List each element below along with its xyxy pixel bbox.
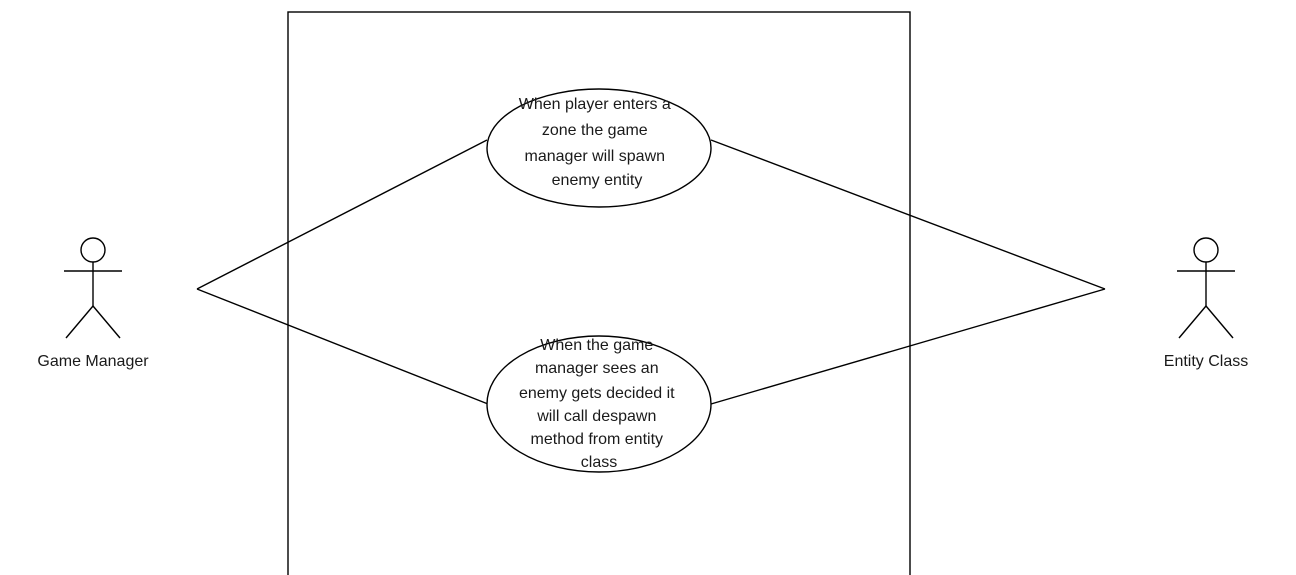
actor-leg-right (92, 305, 121, 339)
use-case-line: class (581, 454, 617, 471)
association-left-bottom (196, 288, 489, 405)
use-case-ellipse (486, 88, 712, 208)
use-case-text: When player enters a zone the game manag… (519, 96, 676, 189)
use-case-line: zone the game (542, 122, 648, 139)
use-case-ellipse (486, 335, 712, 473)
use-case-line: manager sees an (535, 360, 659, 377)
actor-head-icon (80, 237, 106, 263)
actor-leg-right (1205, 305, 1234, 339)
association-right-bottom (710, 288, 1106, 405)
association-right-top (710, 139, 1106, 290)
actor-game-manager[interactable]: Game Manager (37, 237, 149, 370)
actor-label-game-manager: Game Manager (37, 353, 149, 370)
use-case-line: enemy gets decided it (519, 385, 675, 402)
actor-label-entity-class: Entity Class (1164, 353, 1248, 370)
use-case-line: When the game (540, 337, 653, 354)
system-boundary (287, 11, 911, 575)
actor-head-icon (1193, 237, 1219, 263)
use-case-despawn-enemy[interactable]: When the game manager sees an enemy gets… (486, 335, 712, 473)
association-left-top (196, 139, 488, 290)
use-case-line: method from entity (531, 431, 664, 448)
use-case-text: When the game manager sees an enemy gets… (519, 337, 679, 471)
use-case-line: When player enters a (519, 96, 671, 113)
actor-leg-left (1178, 305, 1207, 339)
use-case-spawn-enemy[interactable]: When player enters a zone the game manag… (486, 88, 712, 208)
use-case-line: enemy entity (552, 172, 643, 189)
use-case-line: will call despawn (536, 408, 656, 425)
actor-leg-left (65, 305, 94, 339)
actor-entity-class[interactable]: Entity Class (1164, 237, 1248, 370)
use-case-line: manager will spawn (525, 148, 666, 165)
